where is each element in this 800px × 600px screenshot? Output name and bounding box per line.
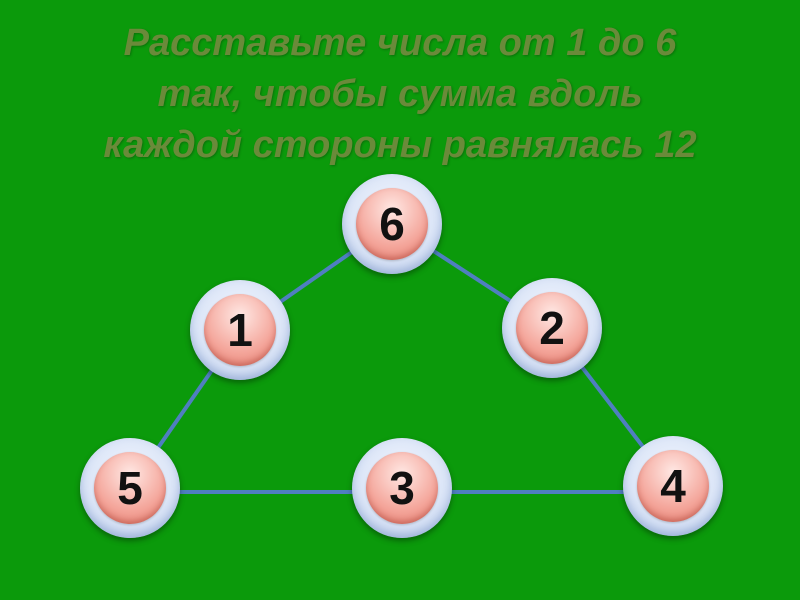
- title-line-1: Расставьте числа от 1 до 6: [123, 22, 677, 64]
- title-line-3: каждой стороны равнялась 12: [103, 124, 697, 166]
- node-bottom-right: 4: [623, 436, 723, 536]
- puzzle-title: Расставьте числа от 1 до 6 так, чтобы су…: [0, 18, 800, 171]
- node-bottom-middle-number: 3: [366, 452, 438, 524]
- node-bottom-left-number: 5: [94, 452, 166, 524]
- node-top: 6: [342, 174, 442, 274]
- node-bottom-left: 5: [80, 438, 180, 538]
- title-line-2: так, чтобы сумма вдоль: [157, 73, 643, 115]
- node-top-number: 6: [356, 188, 428, 260]
- node-left-middle-number: 1: [204, 294, 276, 366]
- node-left-middle: 1: [190, 280, 290, 380]
- node-right-middle-number: 2: [516, 292, 588, 364]
- node-bottom-middle: 3: [352, 438, 452, 538]
- node-right-middle: 2: [502, 278, 602, 378]
- node-bottom-right-number: 4: [637, 450, 709, 522]
